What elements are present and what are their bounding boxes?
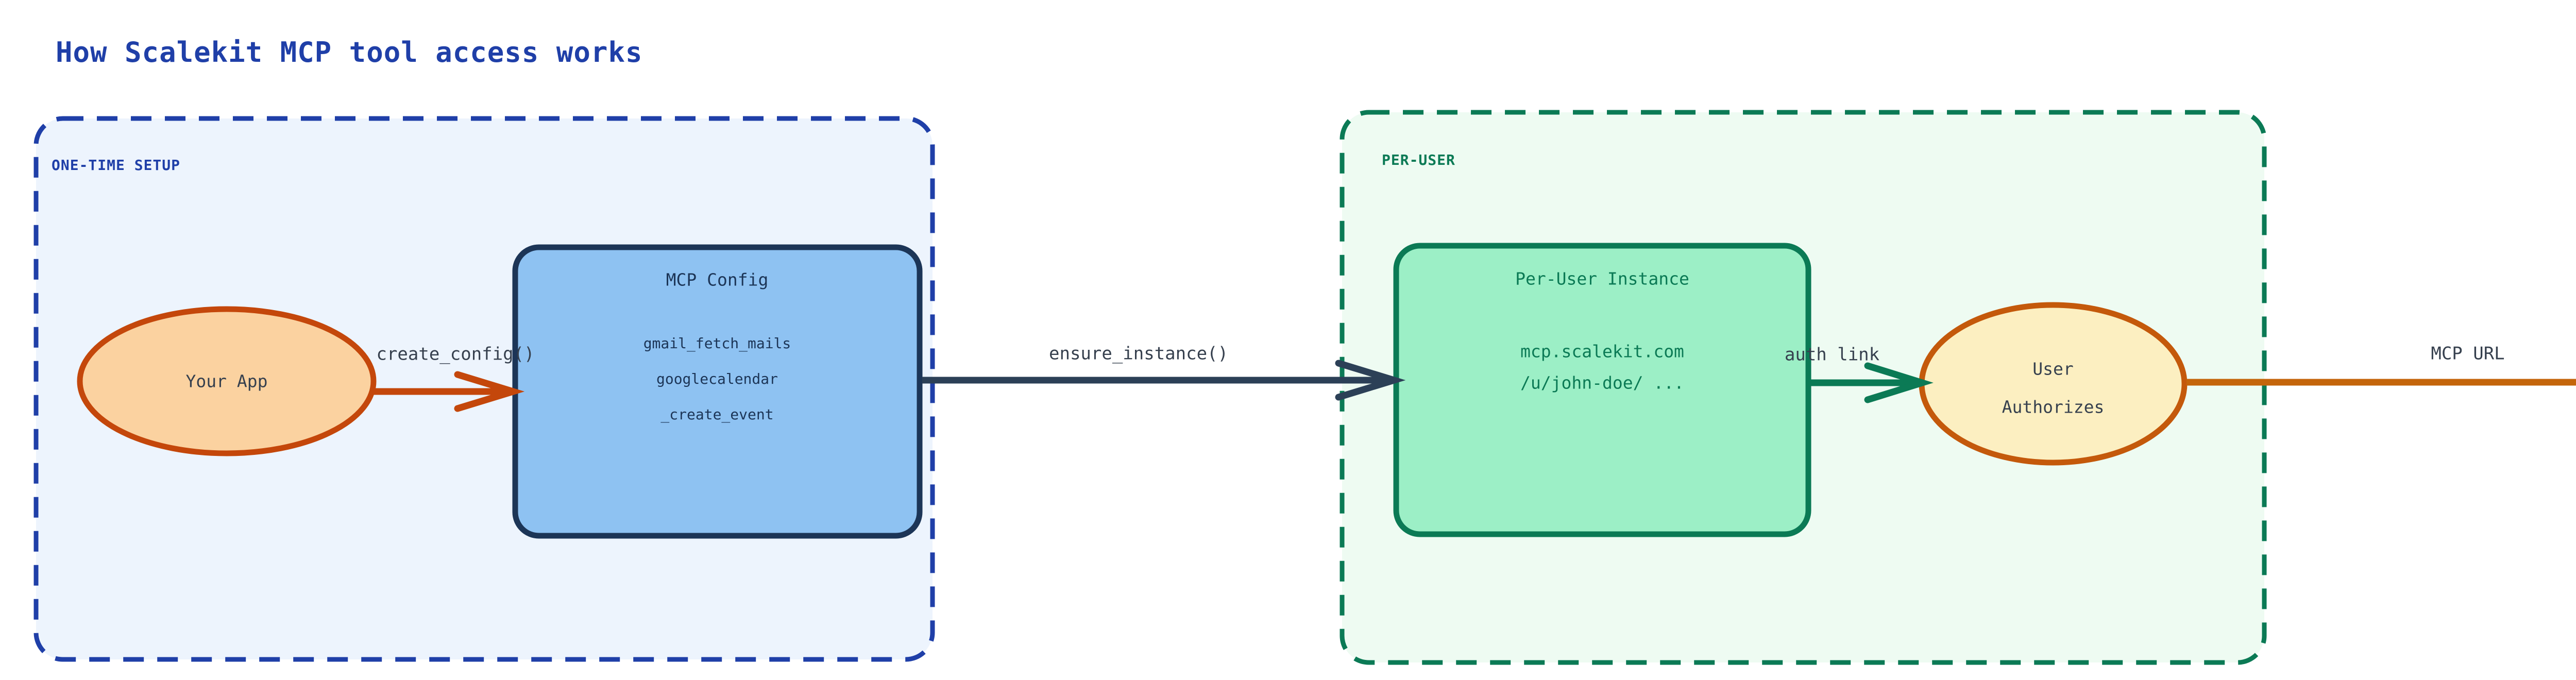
node-mcp-config-tool-3: _create_event: [660, 406, 773, 423]
node-mcp-config-shape[interactable]: [512, 244, 923, 539]
node-per-user-instance-url-line-2: /u/john-doe/ ...: [1520, 373, 1684, 393]
edge-auth-link-arrowhead: [1864, 362, 1934, 403]
node-per-user-instance-url-line-1: mcp.scalekit.com: [1520, 342, 1684, 362]
node-mcp-config-tool-2: googlecalendar: [656, 370, 778, 387]
edge-auth-link: auth link: [1785, 345, 1934, 403]
page-title: How Scalekit MCP tool access works: [56, 36, 642, 69]
cluster-per-user-label: PER-USER: [1382, 151, 1455, 168]
node-your-app[interactable]: Your App: [77, 306, 377, 456]
node-per-user-instance-title: Per-User Instance: [1515, 269, 1689, 289]
edge-create-config: create_config(): [371, 344, 535, 412]
node-per-user-instance-shape[interactable]: [1393, 243, 1811, 537]
edge-ensure-instance-label: ensure_instance(): [1049, 344, 1228, 364]
node-your-app-label: Your App: [186, 371, 268, 392]
node-mcp-config-title: MCP Config: [666, 270, 769, 290]
edge-mcp-url: MCP URL: [2187, 344, 2576, 386]
node-user-authorizes-label-line-1: User: [2032, 359, 2073, 379]
edge-create-config-label: create_config(): [376, 344, 534, 365]
node-per-user-instance[interactable]: Per-User Instance mcp.scalekit.com /u/jo…: [1393, 243, 1811, 537]
node-your-app-shape[interactable]: [77, 306, 377, 456]
node-mcp-config[interactable]: MCP Config gmail_fetch_mails googlecalen…: [512, 244, 923, 539]
cluster-one-time-setup-label: ONE-TIME SETUP: [52, 157, 180, 174]
edge-ensure-instance-arrowhead: [1335, 360, 1406, 401]
edge-create-config-arrowhead: [454, 371, 525, 412]
node-mcp-config-tool-1: gmail_fetch_mails: [643, 335, 791, 352]
node-user-authorizes-label-line-2: Authorizes: [2002, 397, 2105, 417]
edge-mcp-url-label: MCP URL: [2431, 344, 2504, 364]
edge-auth-link-label: auth link: [1785, 345, 1879, 365]
node-user-authorizes-shape[interactable]: [1919, 302, 2188, 466]
edge-ensure-instance: ensure_instance(): [922, 344, 1406, 401]
node-user-authorizes[interactable]: User Authorizes: [1919, 302, 2188, 466]
